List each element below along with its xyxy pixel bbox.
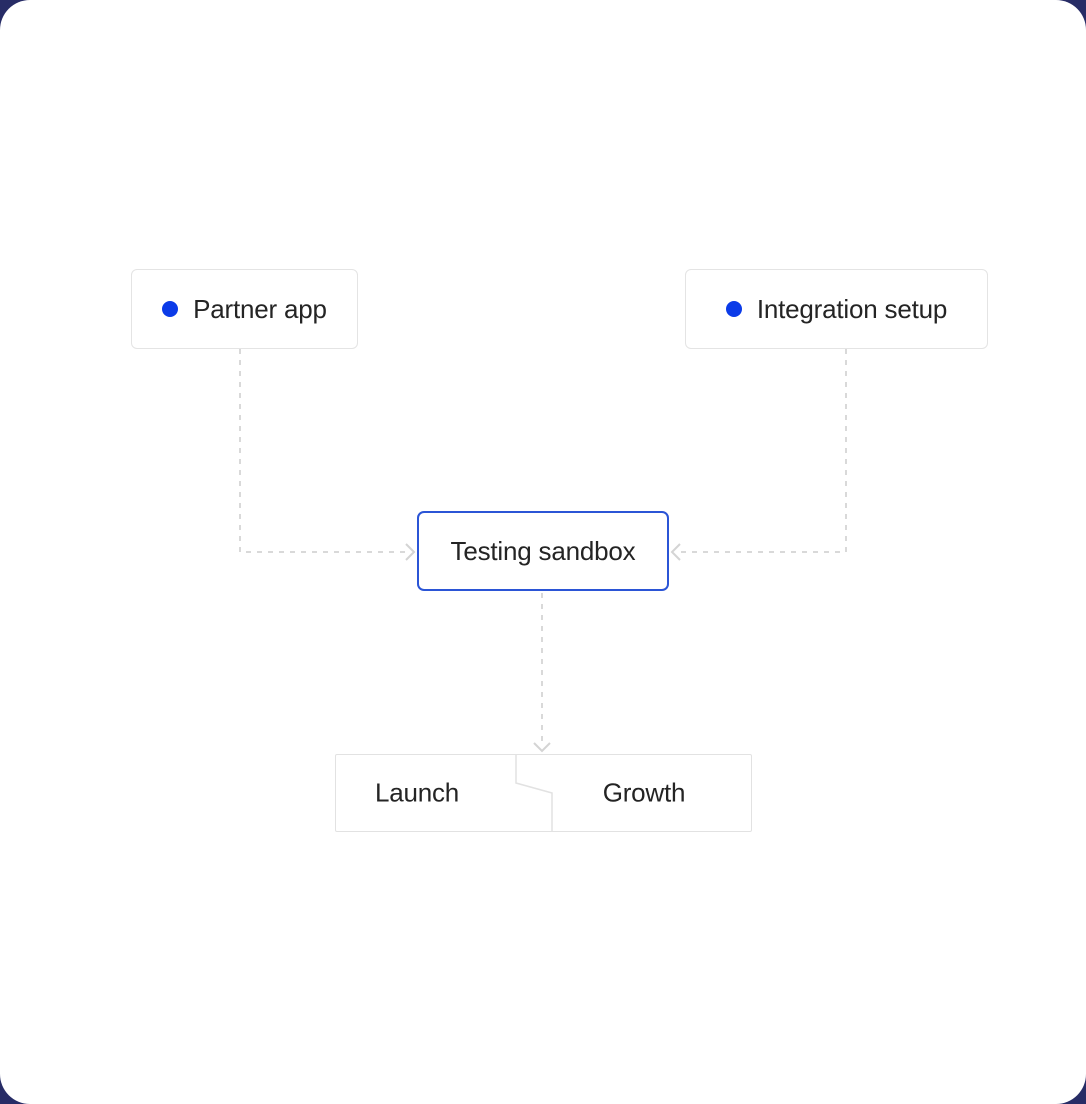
- blue-bullet-icon: [725, 301, 742, 317]
- node-partner-app-label: Partner app: [193, 293, 327, 324]
- arrowhead-right-icon: [405, 543, 416, 561]
- node-integration-setup-label: Integration setup: [756, 293, 948, 324]
- arrowhead-down-icon: [533, 742, 551, 753]
- connector-partner-to-sandbox: [239, 349, 406, 553]
- arrowhead-left-icon: [670, 543, 681, 561]
- connector-integration-to-sandbox: [680, 349, 847, 553]
- node-integration-setup[interactable]: Integration setup: [685, 269, 988, 349]
- node-testing-sandbox[interactable]: Testing sandbox: [417, 511, 669, 591]
- zigzag-divider: [514, 753, 553, 832]
- blue-bullet-icon: [162, 301, 179, 317]
- node-growth-label[interactable]: Growth: [602, 777, 686, 808]
- node-launch-growth[interactable]: Launch Growth: [335, 753, 752, 832]
- node-launch-label[interactable]: Launch: [374, 777, 460, 808]
- node-testing-sandbox-label: Testing sandbox: [450, 535, 636, 566]
- node-partner-app[interactable]: Partner app: [131, 269, 358, 349]
